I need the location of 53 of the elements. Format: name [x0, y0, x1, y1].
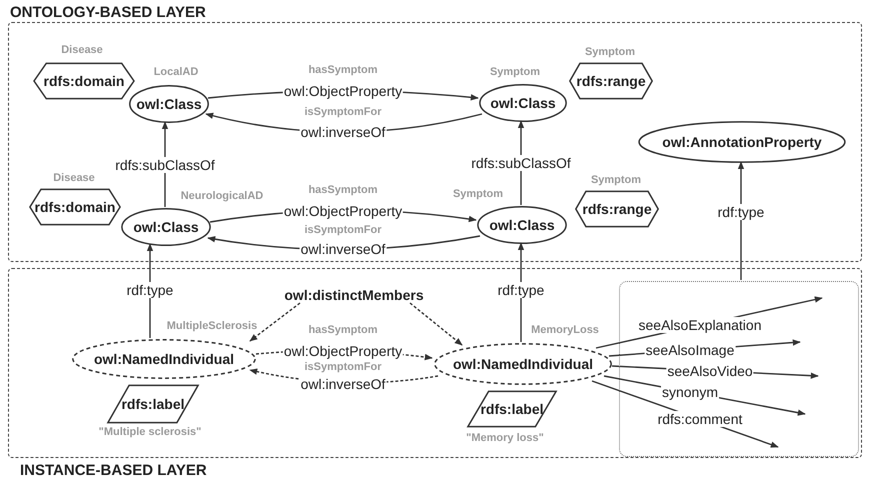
class-ellipse: owl:Class [121, 208, 211, 246]
class-ellipse: owl:AnnotationProperty [637, 121, 847, 163]
property-name: hasSymptom [308, 324, 378, 336]
individual-ellipse: owl:NamedIndividual [433, 343, 613, 385]
class-name: "Memory loss" [466, 432, 544, 444]
edge-label: owl:inverseOf [300, 124, 386, 140]
class-ellipse: owl:Class [479, 84, 567, 122]
property-name: isSymptomFor [304, 106, 382, 118]
property-hexagon: rdfs:domain [33, 63, 135, 99]
property-hexagon: rdfs:domain [29, 189, 121, 225]
class-name: Disease [61, 44, 103, 56]
edge-label: rdf:type [716, 204, 766, 220]
class-name: Symptom [590, 174, 642, 186]
class-ellipse: owl:Class [477, 206, 567, 244]
dashed-arrow [249, 302, 300, 342]
property-text: owl:distinctMembers [276, 285, 432, 305]
label-parallelogram: rdfs:label [107, 385, 199, 423]
edge-label: owl:inverseOf [300, 241, 386, 257]
edge-label: rdf:type [126, 282, 174, 298]
property-name: isSymptomFor [304, 361, 382, 373]
layer-heading: ONTOLOGY-BASED LAYER [10, 4, 206, 21]
property-hexagon: rdfs:range [575, 191, 659, 227]
property-hexagon: rdfs:range [569, 63, 653, 99]
class-name: Symptom [452, 188, 504, 200]
edge-label: seeAlsoImage [644, 342, 736, 358]
class-name: MultipleSclerosis [166, 320, 258, 332]
class-name: Symptom [584, 46, 636, 58]
class-name: "Multiple sclerosis" [98, 426, 202, 438]
edge-label: rdf:type [496, 282, 546, 298]
edge-label: rdfs:subClassOf [114, 157, 216, 173]
class-name: MemoryLoss [531, 324, 599, 336]
dashed-arrow [410, 302, 463, 346]
edge-label: rdfs:subClassOf [470, 155, 572, 171]
edge-label: rdfs:comment [656, 411, 744, 427]
class-name: NeurologicalAD [180, 190, 264, 202]
class-name: Disease [53, 172, 95, 184]
class-name: LocalAD [154, 66, 198, 78]
edge-label: synonym [660, 384, 720, 400]
edge-label: owl:ObjectProperty [282, 343, 404, 359]
edge-label: owl:inverseOf [300, 376, 386, 392]
edge-label: owl:ObjectProperty [282, 203, 404, 219]
property-name: hasSymptom [308, 184, 378, 196]
individual-ellipse: owl:NamedIndividual [71, 339, 257, 379]
class-ellipse: owl:Class [129, 85, 209, 123]
edge-label: seeAlsoExplanation [638, 317, 762, 333]
property-name: hasSymptom [308, 64, 378, 76]
edge-label: seeAlsoVideo [666, 363, 754, 379]
class-name: Symptom [490, 66, 540, 78]
label-parallelogram: rdfs:label [467, 391, 557, 427]
edge-label: owl:ObjectProperty [282, 83, 404, 99]
arrow [738, 161, 744, 280]
property-name: isSymptomFor [304, 224, 382, 236]
layer-heading: INSTANCE-BASED LAYER [20, 462, 207, 479]
